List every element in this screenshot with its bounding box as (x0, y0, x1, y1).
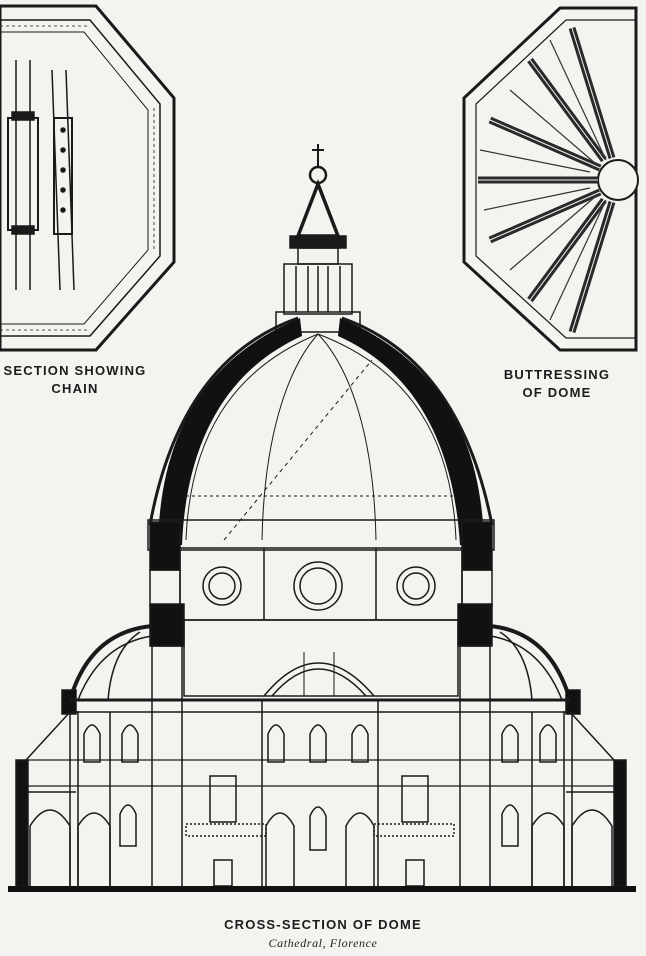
chain-links (7, 60, 75, 291)
drum (147, 519, 495, 621)
side-semidomes (61, 624, 581, 715)
chain-caption-line-1: SECTION SHOWING (3, 363, 147, 378)
diagram-title: CROSS-SECTION OF DOME (224, 917, 422, 932)
dome-cross-section (8, 144, 636, 892)
lower-arches (29, 809, 613, 886)
chain-section-inset (0, 4, 176, 352)
diagram-subtitle: Cathedral, Florence (268, 936, 378, 950)
buttress-caption-line-2: OF DOME (522, 385, 592, 400)
piers (149, 569, 493, 891)
buttress-caption-line-1: BUTTRESSING (503, 367, 611, 382)
chain-section-caption: SECTION SHOWING CHAIN (0, 362, 150, 398)
buttressing-inset (462, 6, 639, 352)
gothic-windows (83, 724, 557, 851)
lantern (275, 144, 361, 333)
buttressing-caption: BUTTRESSING OF DOME (486, 366, 628, 402)
chain-caption-line-2: CHAIN (51, 381, 99, 396)
ground-line (8, 886, 636, 892)
outer-shell (148, 316, 494, 526)
outer-walls (15, 700, 627, 889)
